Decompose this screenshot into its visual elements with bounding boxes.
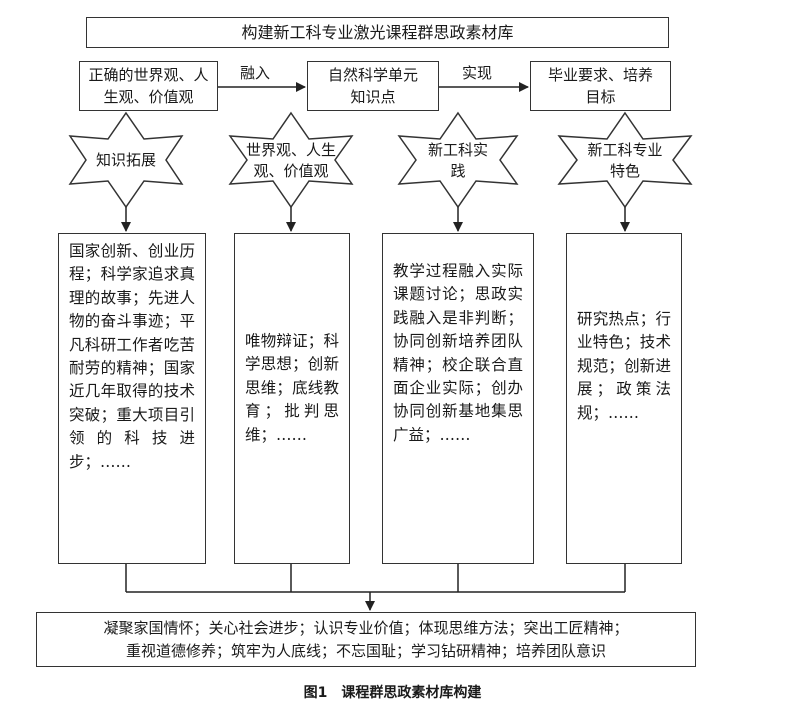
label-achieve: 实现 [462, 64, 493, 82]
box-knowledge-points: 自然科学单元知识点 [307, 61, 439, 111]
summary-line-2: 重视道德修养；筑牢为人底线；不忘国耻；学习钻研精神；培养团队意识 [125, 642, 606, 660]
column-worldview: 唯物辩证；科学思想；创新思维；底线教育；批判思维；…… [234, 233, 350, 564]
column-feature-text: 研究热点；行业特色；技术规范；创新进展；政策法规；…… [577, 310, 671, 422]
title-text: 构建新工科专业激光课程群思政素材库 [241, 22, 514, 42]
summary-line-1: 凝聚家国情怀；关心社会进步；认识专业价值；体现思维方法；突出工匠精神； [103, 619, 629, 637]
star-feature-label: 新工科专业特色 [587, 141, 663, 180]
star-knowledge-label: 知识拓展 [95, 150, 156, 169]
box-knowledge-points-text: 自然科学单元知识点 [327, 66, 418, 106]
box-graduation-goals: 毕业要求、培养目标 [530, 61, 671, 111]
column-practice: 教学过程融入实际课题讨论；思政实践融入是非判断；协同创新培养团队精神；校企联合直… [382, 233, 534, 564]
column-feature: 研究热点；行业特色；技术规范；创新进展；政策法规；…… [566, 233, 682, 564]
column-practice-text: 教学过程融入实际课题讨论；思政实践融入是非判断；协同创新培养团队精神；校企联合直… [393, 262, 523, 444]
column-knowledge: 国家创新、创业历程；科学家追求真理的故事；先进人物的奋斗事迹；平凡科研工作者吃苦… [58, 233, 206, 564]
star-worldview-label: 世界观、人生观、价值观 [245, 141, 336, 180]
figure-caption: 图1 课程群思政素材库构建 [303, 685, 482, 701]
box-graduation-goals-text: 毕业要求、培养目标 [547, 66, 653, 106]
box-worldview-values: 正确的世界观、人生观、价值观 [79, 61, 218, 111]
title-box: 构建新工科专业激光课程群思政素材库 [86, 17, 669, 48]
column-worldview-text: 唯物辩证；科学思想；创新思维；底线教育；批判思维；…… [245, 332, 339, 444]
box-worldview-values-text: 正确的世界观、人生观、价值观 [88, 66, 209, 106]
summary-box: 凝聚家国情怀；关心社会进步；认识专业价值；体现思维方法；突出工匠精神； 重视道德… [36, 612, 696, 667]
label-merge: 融入 [240, 64, 271, 82]
collector-lines [125, 564, 626, 593]
star-practice-label: 新工科实践 [428, 141, 489, 180]
column-knowledge-text: 国家创新、创业历程；科学家追求真理的故事；先进人物的奋斗事迹；平凡科研工作者吃苦… [69, 242, 195, 471]
